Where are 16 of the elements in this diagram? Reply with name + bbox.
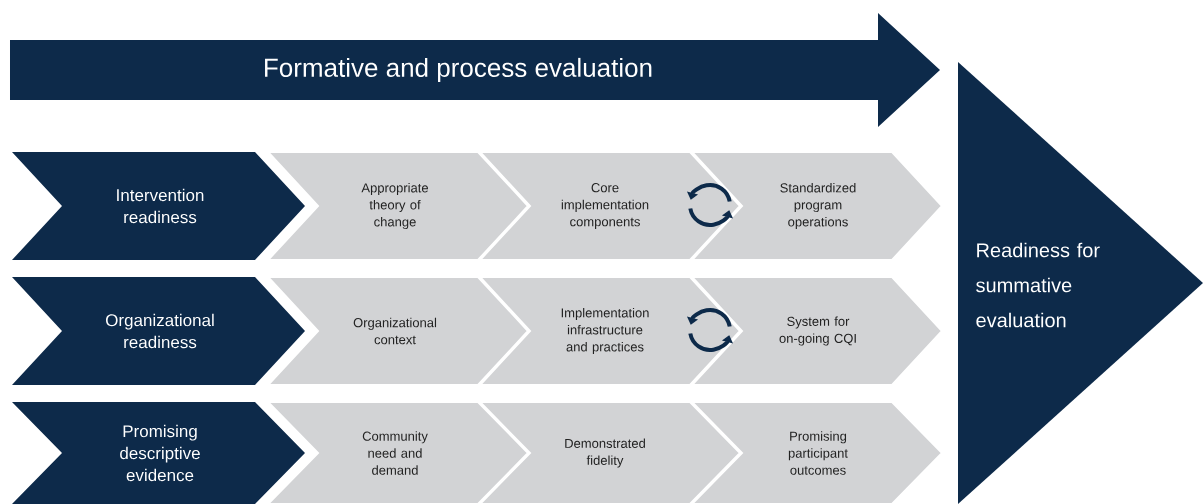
- node-label: Demonstrated fidelity: [565, 438, 645, 468]
- chevron-box: Standardized program operations: [689, 151, 944, 261]
- arrow-banner: Formative and process evaluation: [10, 13, 940, 127]
- chevron-box: Promising participant outcomes: [689, 401, 944, 504]
- node-label: Community need and demand: [362, 431, 428, 475]
- chevron-banner: Intervention readiness: [12, 152, 305, 260]
- chevron-box: Appropriate theory of change: [265, 151, 530, 261]
- chevron-box: Core implementation components: [477, 151, 742, 261]
- chevron-banner: Organizational readiness: [12, 277, 305, 385]
- chevron-box: Demonstrated fidelity: [477, 401, 742, 504]
- chevron-box: System for on-going CQI: [689, 276, 944, 386]
- chevron-banner: Promising descriptive evidence: [12, 402, 305, 504]
- chevron-box: Implementation infrastructure and practices: [477, 276, 742, 386]
- chevron-box: Community need and demand: [265, 401, 530, 504]
- node-label: Promising participant outcomes: [788, 431, 848, 475]
- chevron-box: Organizational context: [265, 276, 530, 386]
